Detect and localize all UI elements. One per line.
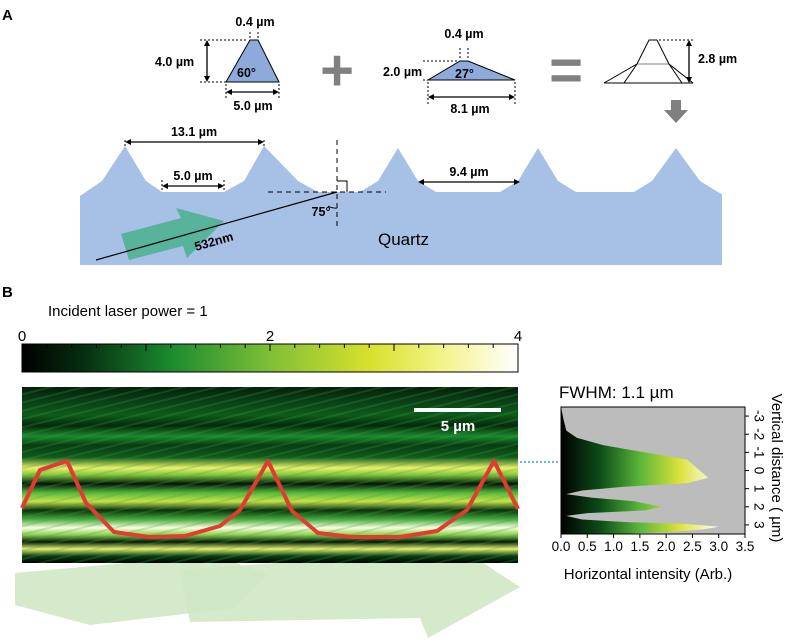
shape2-height-label: 2.0 µm <box>383 65 422 79</box>
shape2-diagram: 0.4 µm 2.0 µm 27° 8.1 µm <box>383 27 516 116</box>
y-tick-label: 1 <box>751 485 766 493</box>
intensity-map: 5 µm <box>20 387 520 563</box>
x-tick-label: 3.5 <box>736 539 755 554</box>
shape1-angle-label: 60° <box>237 66 256 80</box>
shape1-diagram: 0.4 µm 4.0 µm 60° 5.0 µm <box>155 15 280 113</box>
y-tick-label: -1 <box>751 446 766 458</box>
laser-arrow-icon <box>121 208 224 260</box>
angle-arc <box>327 205 338 209</box>
equals-sign: = <box>549 38 583 103</box>
fwhm-label: FWHM: 1.1 µm <box>559 383 674 402</box>
shape3-height-label: 2.8 µm <box>698 52 737 66</box>
shape2-triangle <box>426 60 516 81</box>
profile-area <box>561 407 719 534</box>
shape1-triangle <box>225 39 280 83</box>
panel-b-title: Incident laser power = 1 <box>48 303 208 320</box>
plus-sign: + <box>320 38 354 103</box>
y-tick-label: -3 <box>751 410 766 422</box>
y-tick-label: 3 <box>751 521 766 529</box>
x-tick-label: 1.0 <box>604 539 623 554</box>
gap-dimension: 9.4 µm <box>418 165 520 185</box>
y-axis-ticks: -3 -2 -1 0 1 2 3 <box>745 410 766 529</box>
panel-b-label: B <box>2 284 13 301</box>
y-axis-label: Vertical distance ( µm) <box>768 394 785 543</box>
y-tick-label: 2 <box>751 503 766 511</box>
x-tick-label: 0.5 <box>578 539 597 554</box>
flat-label: 5.0 µm <box>173 169 212 183</box>
shape2-top-label: 0.4 µm <box>444 27 483 41</box>
x-tick-label: 1.5 <box>630 539 649 554</box>
shape1-top-label: 0.4 µm <box>235 15 274 29</box>
period-dimension: 13.1 µm <box>124 125 265 146</box>
colorbar-tick-0: 0 <box>18 328 26 345</box>
colorbar-ticks <box>21 344 519 351</box>
period-label: 13.1 µm <box>171 125 217 139</box>
x-tick-label: 3.0 <box>709 539 728 554</box>
x-axis-ticks: 0.0 0.5 1.0 1.5 2.0 2.5 3.0 3.5 <box>552 534 755 554</box>
flat-dimension: 5.0 µm <box>161 169 225 192</box>
down-arrow-icon <box>664 100 688 123</box>
gap-label: 9.4 µm <box>449 165 488 179</box>
x-tick-label: 2.5 <box>683 539 702 554</box>
x-tick-label: 2.0 <box>657 539 676 554</box>
y-tick-label: -2 <box>751 428 766 440</box>
shape1-height-label: 4.0 µm <box>155 55 194 69</box>
quartz-substrate <box>80 146 722 265</box>
panel-a-label: A <box>2 7 13 24</box>
laser-beam-line <box>95 191 338 261</box>
shape2-angle-label: 27° <box>455 67 474 81</box>
right-angle-mark <box>337 180 348 192</box>
grating-outline <box>20 459 520 539</box>
material-label: Quartz <box>378 230 429 249</box>
scalebar-label: 5 µm <box>441 418 476 435</box>
colorbar-tick-4: 4 <box>514 328 522 345</box>
colorbar-tick-2: 2 <box>266 328 274 345</box>
shape1-base-label: 5.0 µm <box>233 99 272 113</box>
x-tick-label: 0.0 <box>552 539 571 554</box>
incidence-angle-label: 75° <box>312 205 331 219</box>
y-tick-label: 0 <box>751 467 766 475</box>
shape3-diagram: 2.8 µm <box>603 39 737 84</box>
intensity-profile-chart: 0.0 0.5 1.0 1.5 2.0 2.5 3.0 3.5 -3 -2 -1 0 1 2 3 <box>552 406 766 554</box>
x-axis-label: Horizontal intensity (Arb.) <box>564 566 732 583</box>
shape2-base-label: 8.1 µm <box>450 102 489 116</box>
